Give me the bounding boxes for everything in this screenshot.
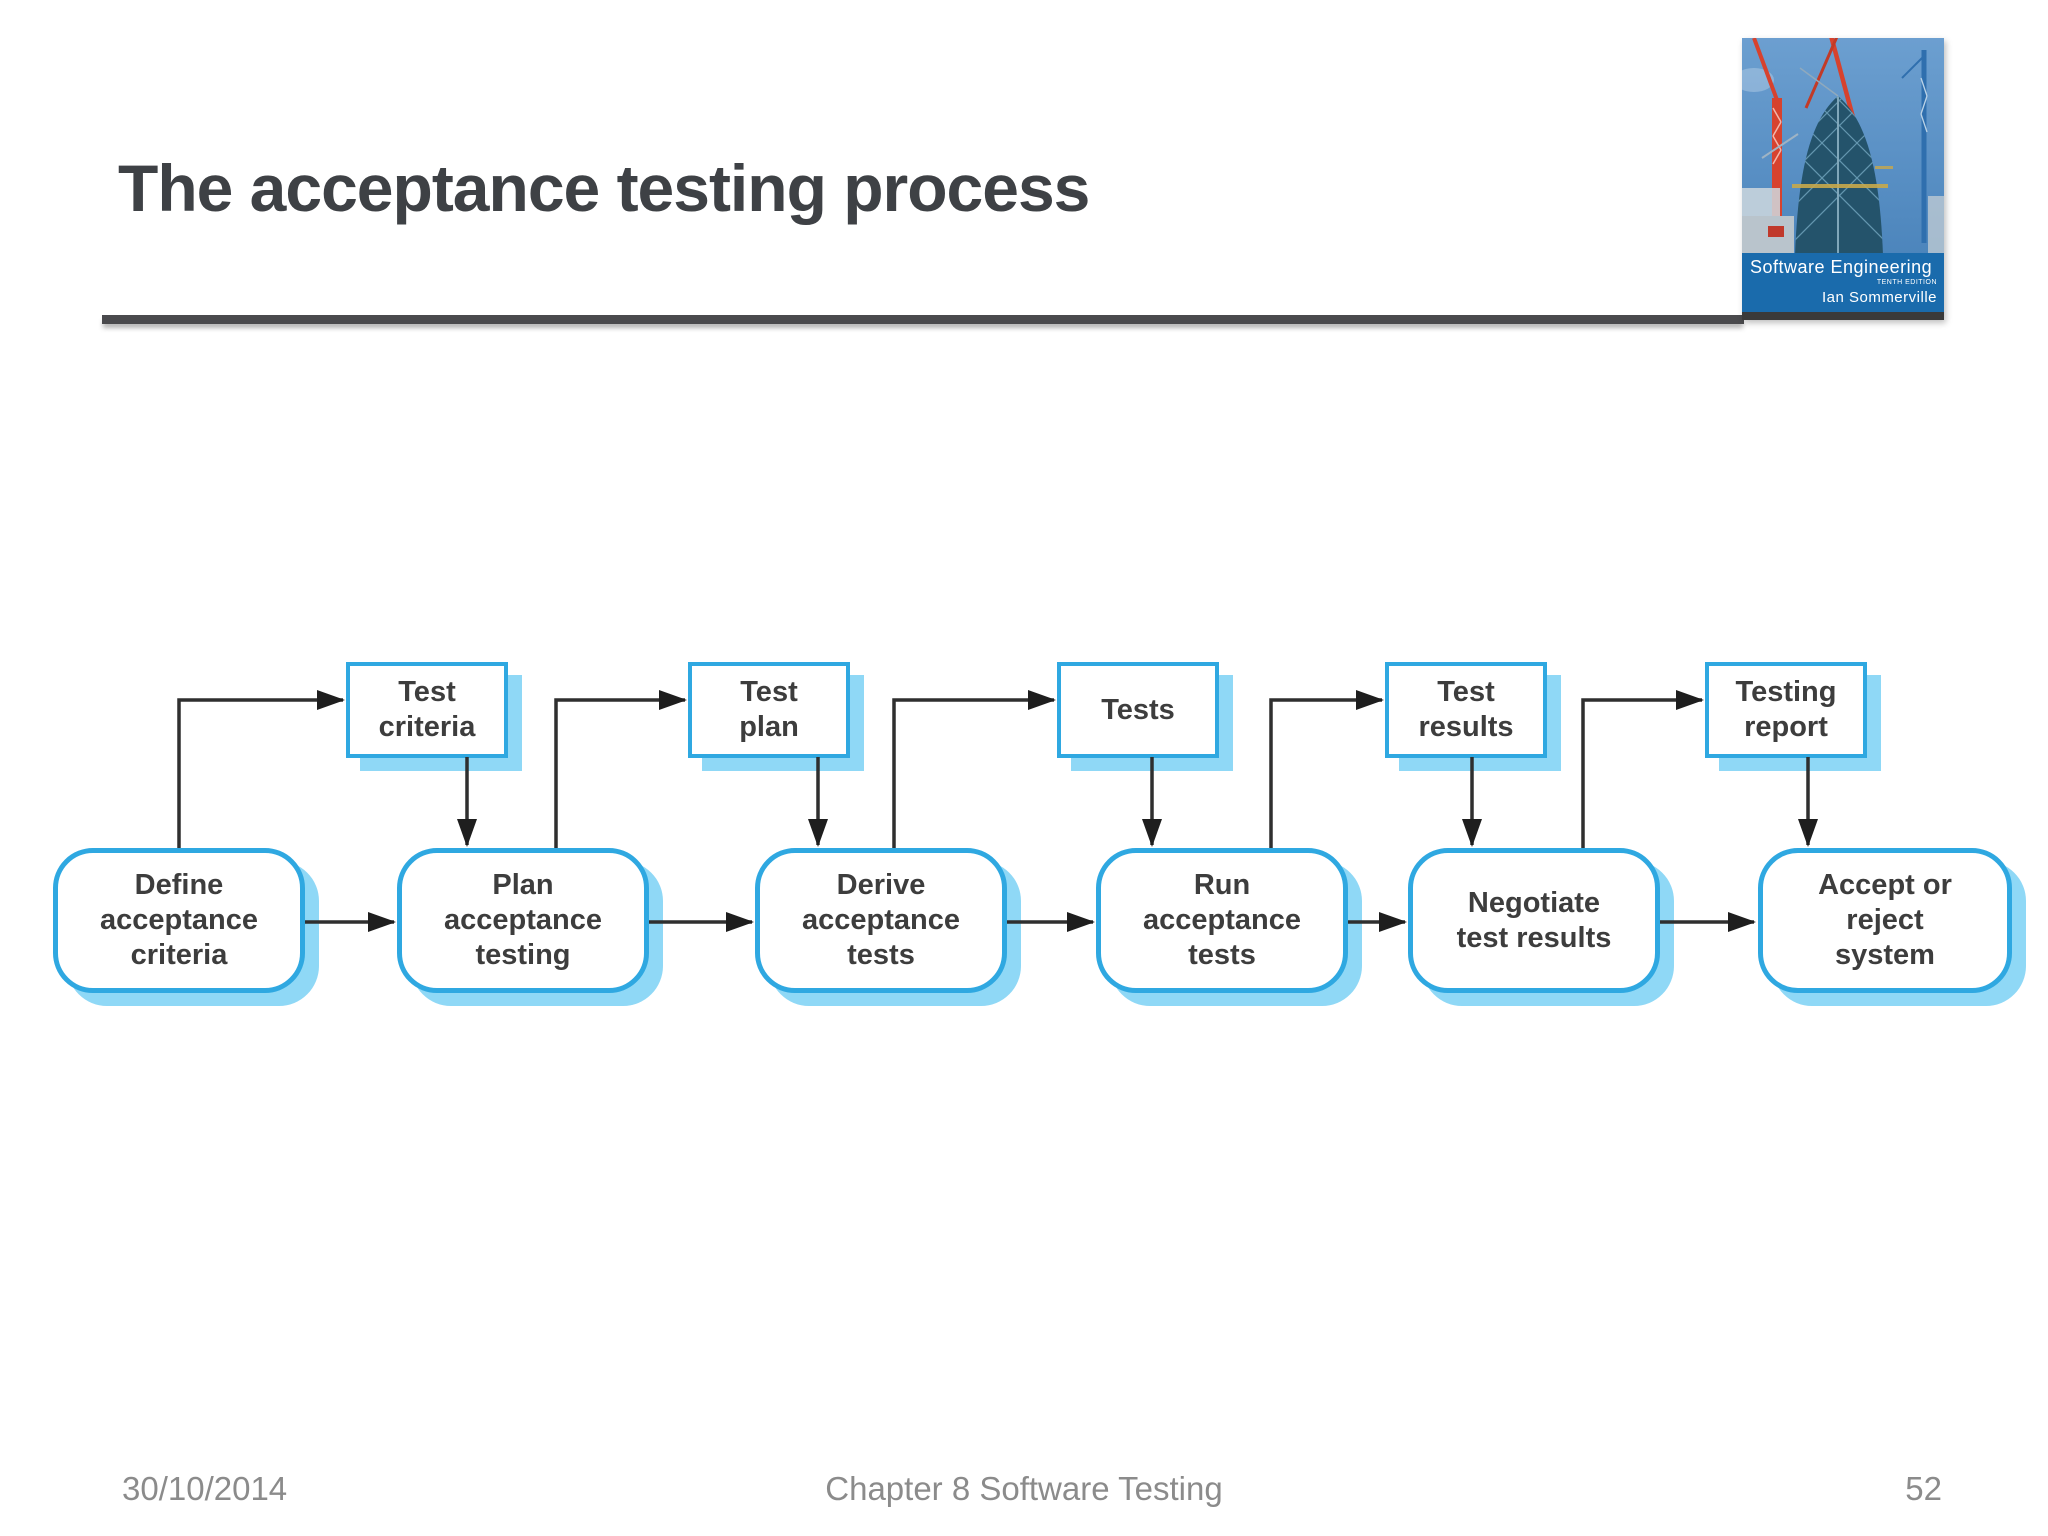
process-label: Plan acceptance testing: [444, 869, 602, 971]
process-label: Derive acceptance tests: [802, 869, 960, 971]
connector-define-to-test-criteria: [177, 690, 345, 848]
artifact-label: Testing report: [1735, 676, 1837, 743]
process-derive-acceptance-tests: Derive acceptance tests: [755, 848, 1007, 993]
book-cover-photo: [1742, 38, 1944, 255]
process-accept-or-reject-system: Accept or reject system: [1758, 848, 2012, 993]
book-cover-strip: [1742, 312, 1944, 320]
footer-date: 30/10/2014: [122, 1470, 288, 1507]
process-label: Run acceptance tests: [1143, 869, 1301, 971]
process-label: Accept or reject system: [1818, 869, 1952, 971]
process-define-acceptance-criteria: Define acceptance criteria: [53, 848, 305, 993]
connector-run-to-test-results: [1269, 690, 1384, 848]
artifact-test-plan: Test plan: [688, 662, 850, 758]
process-label: Negotiate test results: [1456, 886, 1612, 954]
footer-chapter: Chapter 8 Software Testing: [825, 1470, 1223, 1507]
process-negotiate-test-results: Negotiate test results: [1408, 848, 1660, 993]
artifact-testing-report: Testing report: [1705, 662, 1867, 758]
footer-page-number: 52: [1905, 1470, 1942, 1507]
artifact-label: Test plan: [739, 676, 799, 743]
connector-negotiate-to-testing-report: [1581, 690, 1704, 848]
process-label: Define acceptance criteria: [100, 869, 258, 971]
artifact-test-results: Test results: [1385, 662, 1547, 758]
book-cover-edition: TENTH EDITION: [1876, 279, 1937, 286]
artifact-label: Test criteria: [378, 676, 476, 743]
book-cover-author: Ian Sommerville: [1821, 289, 1937, 306]
artifact-label: Tests: [1101, 693, 1175, 726]
page-title: The acceptance testing process: [118, 151, 1090, 225]
process-run-acceptance-tests: Run acceptance tests: [1096, 848, 1348, 993]
process-plan-acceptance-testing: Plan acceptance testing: [397, 848, 649, 993]
book-cover: Software Engineering TENTH EDITION Ian S…: [1742, 38, 1944, 320]
connector-derive-to-tests: [892, 690, 1056, 848]
connector-plan-to-test-plan: [554, 690, 687, 848]
title-separator: [102, 315, 1744, 324]
artifact-label: Test results: [1418, 676, 1514, 743]
book-cover-band: Software Engineering TENTH EDITION Ian S…: [1742, 253, 1944, 312]
book-cover-title: Software Engineering: [1750, 257, 1933, 277]
artifact-test-criteria: Test criteria: [346, 662, 508, 758]
artifact-tests: Tests: [1057, 662, 1219, 758]
